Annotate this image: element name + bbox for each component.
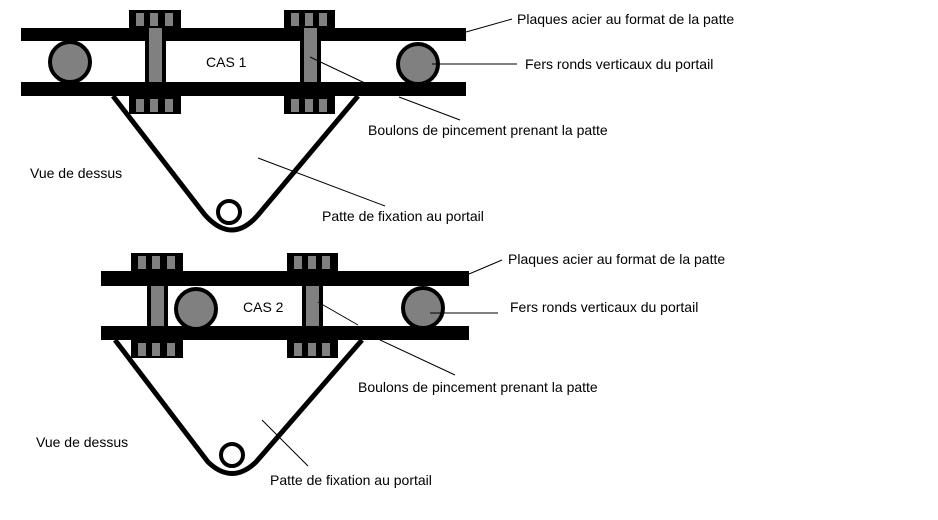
case1-leader-plates xyxy=(465,18,513,33)
case1-assembly: CAS 1 Plaques acier au format de la patt… xyxy=(21,10,734,233)
case2-label-bolts: Boulons de pincement prenant la patte xyxy=(358,379,598,395)
case1-leader-bolts-a xyxy=(309,56,370,86)
case1-tab xyxy=(111,94,360,233)
case2-bottom-plate xyxy=(101,326,469,340)
case2-label-plates: Plaques acier au format de la patte xyxy=(508,251,725,267)
case1-bolt-left xyxy=(129,10,181,114)
case2-leader-bolts-b xyxy=(379,339,456,376)
case2-assembly: CAS 2 Plaques acier au format de la patt… xyxy=(36,251,725,488)
case2-label-tab: Patte de fixation au portail xyxy=(270,472,432,488)
case1-label-bolts: Boulons de pincement prenant la patte xyxy=(368,122,608,138)
case1-tab-hole xyxy=(216,199,242,225)
case2-label-bars: Fers ronds verticaux du portail xyxy=(510,299,698,315)
case1-top-plate xyxy=(21,28,466,41)
case2-tab xyxy=(113,338,364,476)
case1-label-tab: Patte de fixation au portail xyxy=(322,208,484,224)
case1-bottom-plate xyxy=(21,82,466,96)
case2-round-bar-left xyxy=(174,287,218,331)
case2-leader-bolts-a xyxy=(317,301,359,326)
case2-title: CAS 2 xyxy=(243,299,284,315)
case2-top-plate xyxy=(101,271,469,286)
case1-title: CAS 1 xyxy=(206,54,247,70)
case1-leader-bolts-b xyxy=(398,96,461,121)
case1-bolt-right xyxy=(284,10,335,114)
case1-leader-tab xyxy=(257,157,386,207)
case2-leader-tab xyxy=(261,419,309,467)
case2-label-view: Vue de dessus xyxy=(36,434,128,450)
case1-label-plates: Plaques acier au format de la patte xyxy=(517,11,734,27)
case2-tab-hole xyxy=(219,442,245,468)
case2-bolt-left xyxy=(131,253,183,358)
case1-label-bars: Fers ronds verticaux du portail xyxy=(525,56,713,72)
case2-bolt-right xyxy=(287,253,338,358)
case1-label-view: Vue de dessus xyxy=(30,165,122,181)
case2-leader-plates xyxy=(468,259,503,275)
case1-round-bar-left xyxy=(48,40,92,84)
case2-round-bar-right xyxy=(401,286,445,330)
